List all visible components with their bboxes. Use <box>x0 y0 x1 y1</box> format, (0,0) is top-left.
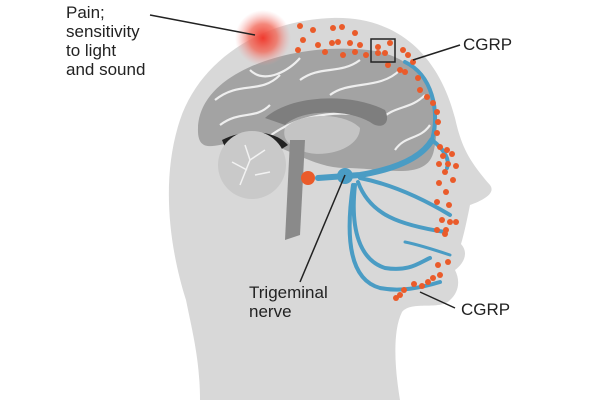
cerebellum <box>218 131 286 199</box>
pain-glow <box>235 10 291 66</box>
cgrp-dot <box>434 130 440 136</box>
cgrp-dot <box>445 161 451 167</box>
cerebellum-branches <box>231 144 271 186</box>
brainstem <box>285 140 305 240</box>
trigeminal-nerve-label: Trigeminal nerve <box>249 283 328 321</box>
cgrp-dot <box>435 119 441 125</box>
cgrp-dot <box>352 30 358 36</box>
trigeminal-label-line: nerve <box>249 302 292 321</box>
cgrp-dot <box>447 219 453 225</box>
cgrp-dot <box>397 67 403 73</box>
cgrp-dot <box>405 52 411 58</box>
cgrp-bottom-label: CGRP <box>461 300 511 319</box>
cgrp-dot <box>446 202 452 208</box>
cgrp-dot <box>450 177 456 183</box>
cgrp-dot <box>300 37 306 43</box>
cgrp-dot <box>430 275 436 281</box>
cgrp-dot <box>445 259 451 265</box>
cgrp-dot <box>449 151 455 157</box>
cgrp-dot <box>375 44 381 50</box>
cgrp-dot <box>335 39 341 45</box>
cgrp-dot <box>425 279 431 285</box>
cgrp-dot <box>339 24 345 30</box>
corpus-callosum <box>265 98 388 126</box>
trigeminal-nerve <box>315 60 452 292</box>
cgrp-dot <box>375 50 381 56</box>
cgrp-dot <box>437 272 443 278</box>
cgrp-dot <box>434 227 440 233</box>
cgrp-dot <box>442 169 448 175</box>
cgrp-dot <box>437 144 443 150</box>
pain-label-line: and sound <box>66 60 146 79</box>
magnified-region-box <box>370 38 396 63</box>
cgrp-dot <box>402 69 408 75</box>
cgrp-dot <box>401 287 407 293</box>
cgrp-dot <box>385 62 391 68</box>
cgrp-dot <box>415 75 421 81</box>
cgrp-dot <box>410 59 416 65</box>
cgrp-dot <box>434 199 440 205</box>
cgrp-dot <box>442 231 448 237</box>
cgrp-dot <box>424 94 430 100</box>
ganglion-cgrp-spot <box>301 171 315 185</box>
cgrp-dot <box>436 161 442 167</box>
cgrp-dot <box>393 295 399 301</box>
cgrp-dot <box>322 49 328 55</box>
cgrp-dot <box>315 42 321 48</box>
cgrp-dot <box>434 109 440 115</box>
cgrp-dot <box>453 163 459 169</box>
leader-lines <box>149 14 461 309</box>
cgrp-top-label: CGRP <box>463 35 513 54</box>
cgrp-dot <box>436 180 442 186</box>
pain-label-line: Pain; <box>66 3 105 22</box>
cgrp-dot <box>411 281 417 287</box>
cgrp-dot <box>430 100 436 106</box>
trigeminal-label-line: Trigeminal <box>249 283 328 302</box>
cgrp-dot <box>295 47 301 53</box>
cgrp-dot <box>419 283 425 289</box>
cgrp-dot <box>444 147 450 153</box>
cgrp-dot <box>453 219 459 225</box>
cgrp-dot <box>440 153 446 159</box>
pain-label: Pain; sensitivity to light and sound <box>66 3 145 79</box>
cgrp-dots <box>295 23 459 301</box>
cgrp-dot <box>443 189 449 195</box>
cgrp-dot <box>357 42 363 48</box>
cgrp-dot <box>417 87 423 93</box>
cgrp-dot <box>400 47 406 53</box>
cgrp-dot <box>439 217 445 223</box>
cgrp-dot <box>435 262 441 268</box>
pain-label-line: to light <box>66 41 117 60</box>
cgrp-dot <box>340 52 346 58</box>
cgrp-dot <box>347 40 353 46</box>
cgrp-dot <box>352 49 358 55</box>
cgrp-dot <box>382 50 388 56</box>
pain-label-line: sensitivity <box>66 22 140 41</box>
cgrp-dot <box>329 40 335 46</box>
cgrp-dot <box>310 27 316 33</box>
cgrp-dot <box>387 40 393 46</box>
cgrp-dot <box>297 23 303 29</box>
cgrp-dot <box>330 25 336 31</box>
cgrp-dot <box>363 52 369 58</box>
